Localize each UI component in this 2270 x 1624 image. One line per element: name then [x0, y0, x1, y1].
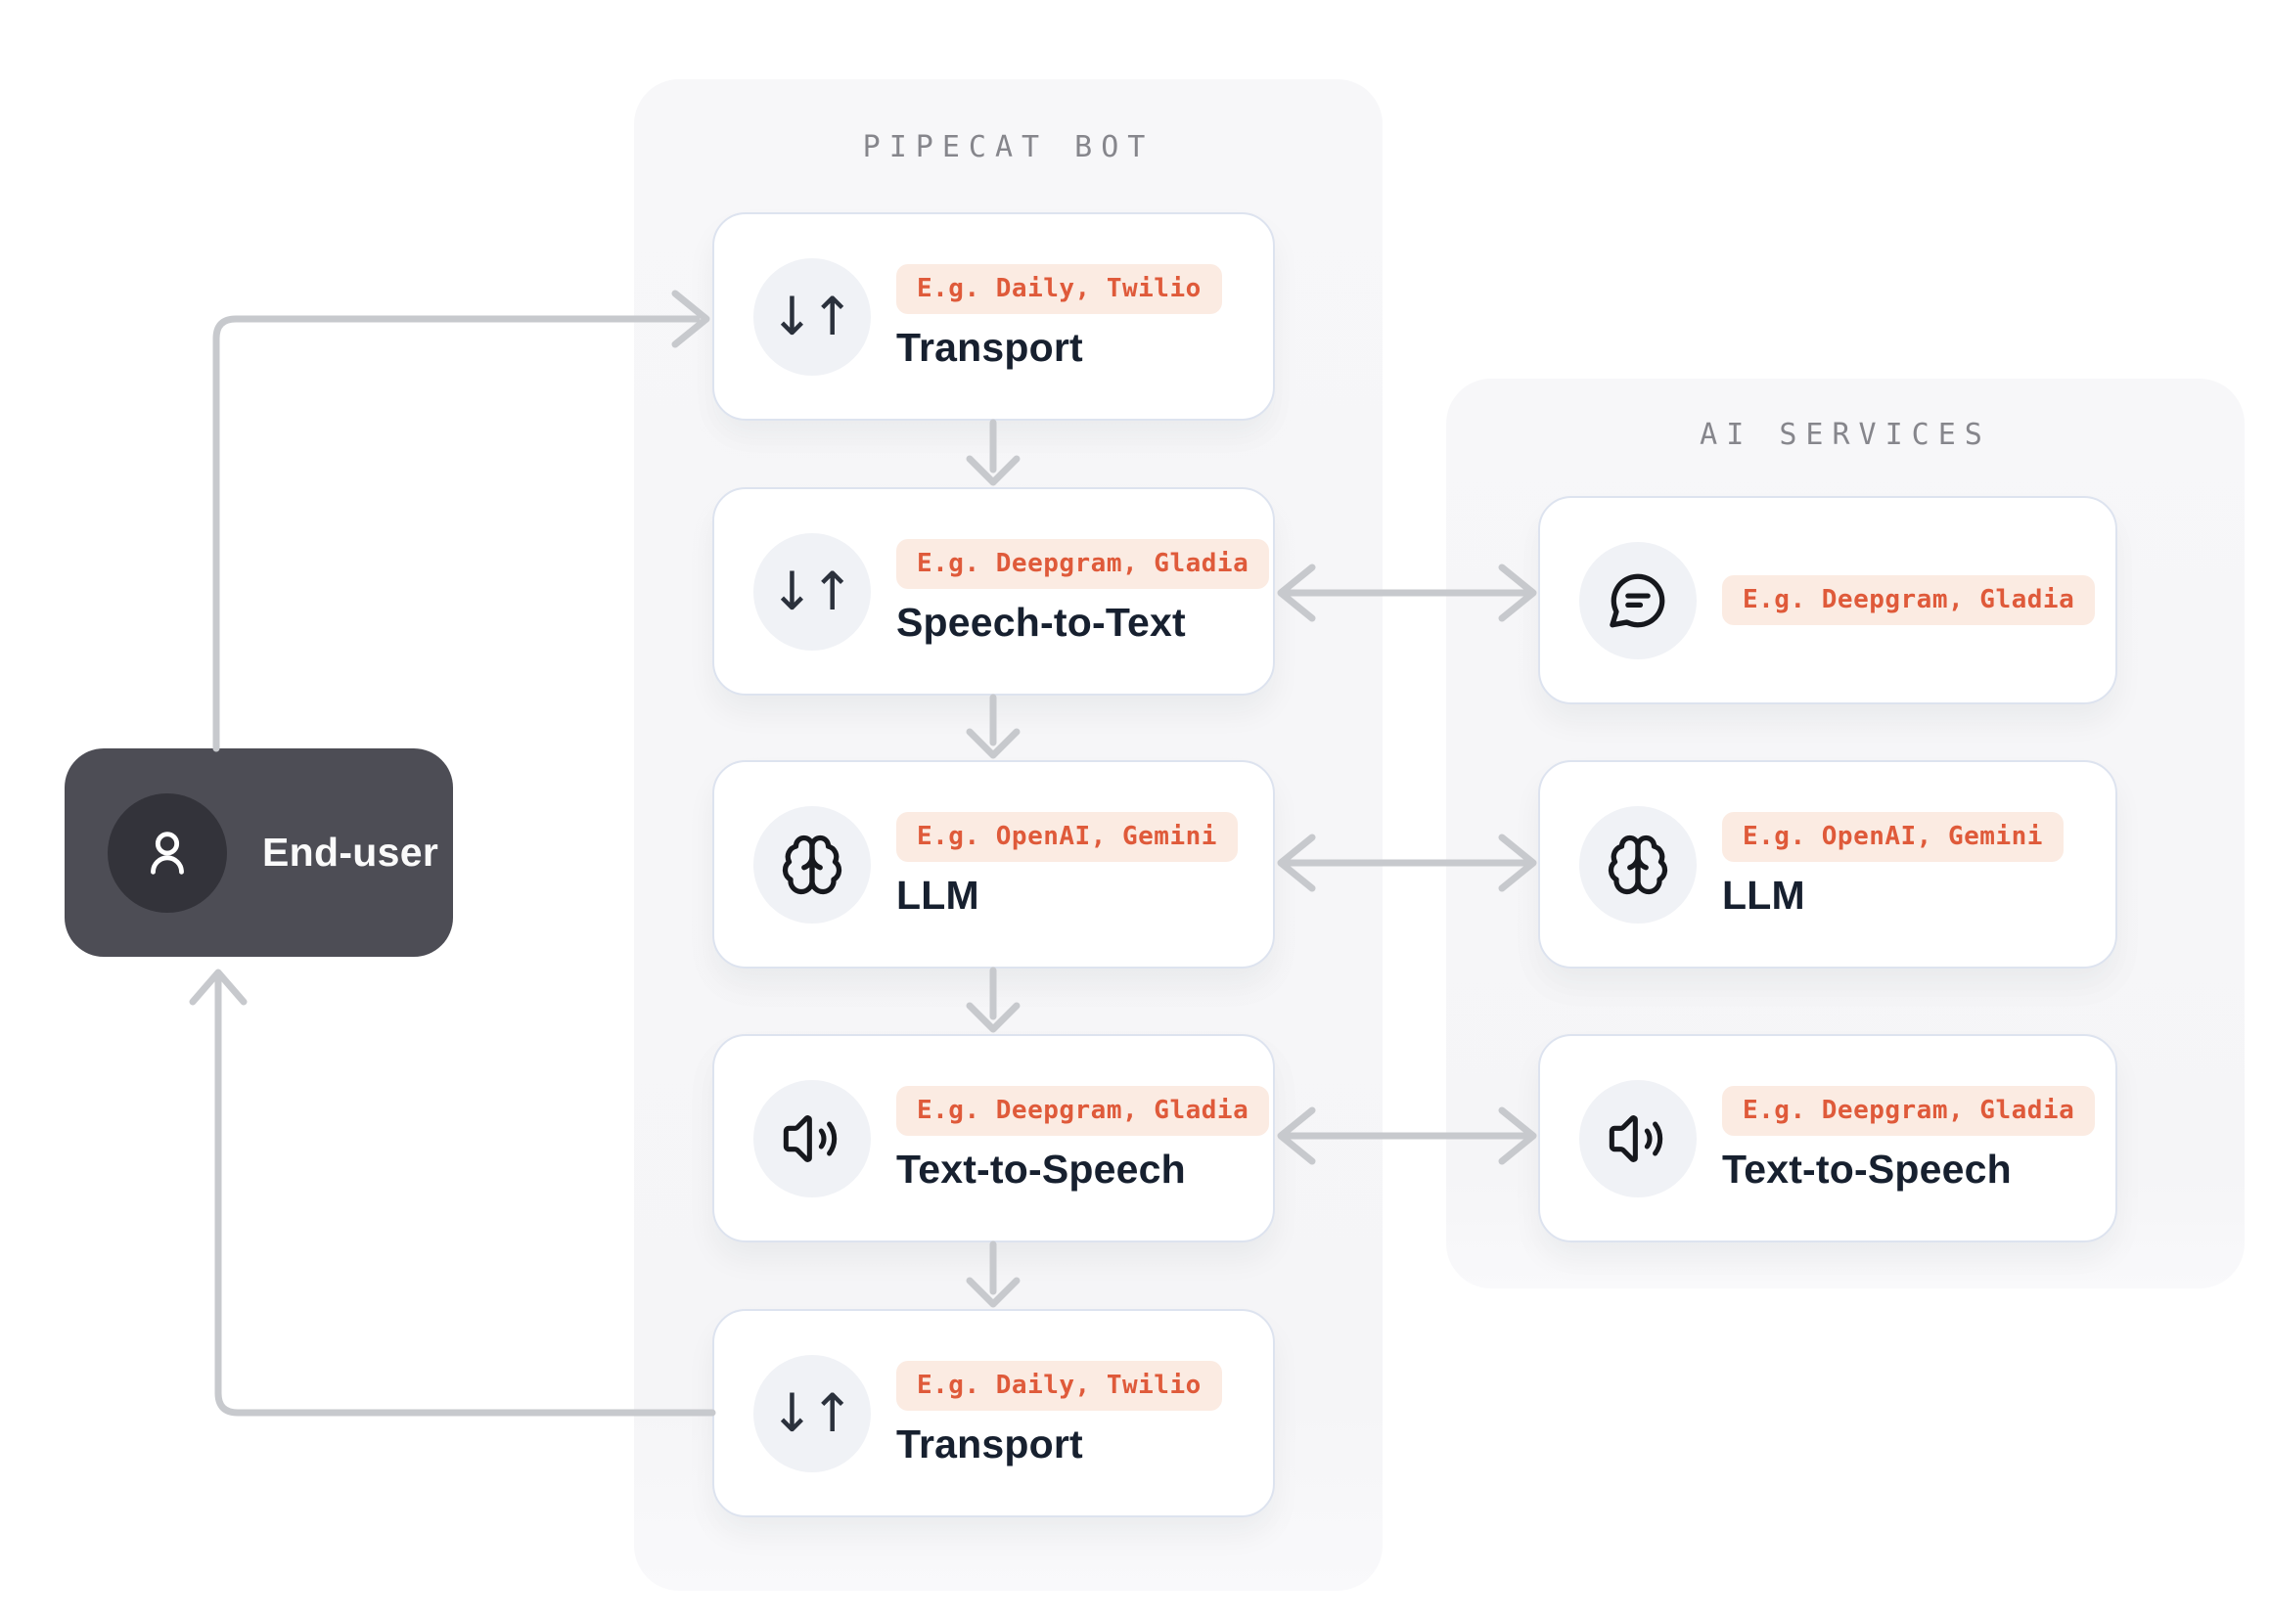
card-title: Text-to-Speech	[1722, 1146, 2012, 1192]
card-transport-out: ↓↑ E.g. Daily, Twilio Transport	[712, 1309, 1275, 1517]
card-title: Transport	[896, 1421, 1083, 1466]
arrow-user-to-transport	[212, 290, 710, 752]
card-speech-to-text: ↓↑ E.g. Deepgram, Gladia Speech-to-Text	[712, 487, 1275, 696]
card-title: Transport	[896, 324, 1083, 370]
speech-bubble-icon	[1579, 541, 1697, 659]
card-ai-llm: E.g. OpenAI, Gemini LLM	[1538, 760, 2117, 969]
providers-badge: E.g. OpenAI, Gemini	[896, 812, 1238, 862]
providers-badge: E.g. Daily, Twilio	[896, 1361, 1222, 1411]
card-title: Text-to-Speech	[896, 1146, 1186, 1192]
providers-badge: E.g. OpenAI, Gemini	[1722, 812, 2064, 862]
brain-icon	[753, 805, 871, 924]
arrows-up-down-glyph: ↓↑	[769, 285, 854, 347]
card-text: E.g. Deepgram, Gladia Speech-to-Text	[896, 539, 1270, 645]
providers-badge: E.g. Daily, Twilio	[896, 264, 1222, 314]
pipecat-bot-panel-title: PIPECAT BOT	[862, 130, 1155, 164]
speaker-icon	[753, 1079, 871, 1197]
pipecat-bot-panel: PIPECAT BOT ↓↑ E.g. Daily, Twilio Transp…	[634, 79, 1383, 1591]
card-text: E.g. Deepgram, Gladia Text-to-Speech	[896, 1086, 1270, 1192]
card-title: LLM	[896, 872, 979, 918]
card-text: E.g. OpenAI, Gemini LLM	[1722, 812, 2064, 917]
ai-services-panel-title: AI SERVICES	[1700, 418, 1991, 452]
ai-services-panel: AI SERVICES E.g. Deepgram, Gladia	[1446, 379, 2245, 1288]
card-title: LLM	[1722, 872, 1805, 918]
speaker-icon	[1579, 1079, 1697, 1197]
card-transport-in: ↓↑ E.g. Daily, Twilio Transport	[712, 212, 1275, 421]
arrows-up-down-glyph: ↓↑	[769, 1381, 854, 1444]
card-text: E.g. Deepgram, Gladia	[1722, 575, 2096, 625]
arrows-up-down-icon: ↓↑	[753, 532, 871, 651]
providers-badge: E.g. Deepgram, Gladia	[1722, 575, 2096, 625]
card-text: E.g. Daily, Twilio Transport	[896, 1361, 1222, 1466]
card-ai-speech-to-text: E.g. Deepgram, Gladia	[1538, 496, 2117, 704]
card-text: E.g. OpenAI, Gemini LLM	[896, 812, 1238, 917]
card-title: Speech-to-Text	[896, 599, 1186, 645]
card-text-to-speech: E.g. Deepgram, Gladia Text-to-Speech	[712, 1034, 1275, 1242]
providers-badge: E.g. Deepgram, Gladia	[896, 539, 1270, 589]
arrows-up-down-glyph: ↓↑	[769, 560, 854, 622]
card-ai-text-to-speech: E.g. Deepgram, Gladia Text-to-Speech	[1538, 1034, 2117, 1242]
user-icon	[108, 792, 227, 913]
end-user-label: End-user	[262, 830, 439, 875]
providers-badge: E.g. Deepgram, Gladia	[896, 1086, 1270, 1136]
brain-icon	[1579, 805, 1697, 924]
end-user-node: End-user	[65, 748, 453, 957]
arrows-up-down-icon: ↓↑	[753, 257, 871, 376]
card-text: E.g. Deepgram, Gladia Text-to-Speech	[1722, 1086, 2096, 1192]
card-text: E.g. Daily, Twilio Transport	[896, 264, 1222, 369]
providers-badge: E.g. Deepgram, Gladia	[1722, 1086, 2096, 1136]
arrows-up-down-icon: ↓↑	[753, 1354, 871, 1472]
card-llm: E.g. OpenAI, Gemini LLM	[712, 760, 1275, 969]
